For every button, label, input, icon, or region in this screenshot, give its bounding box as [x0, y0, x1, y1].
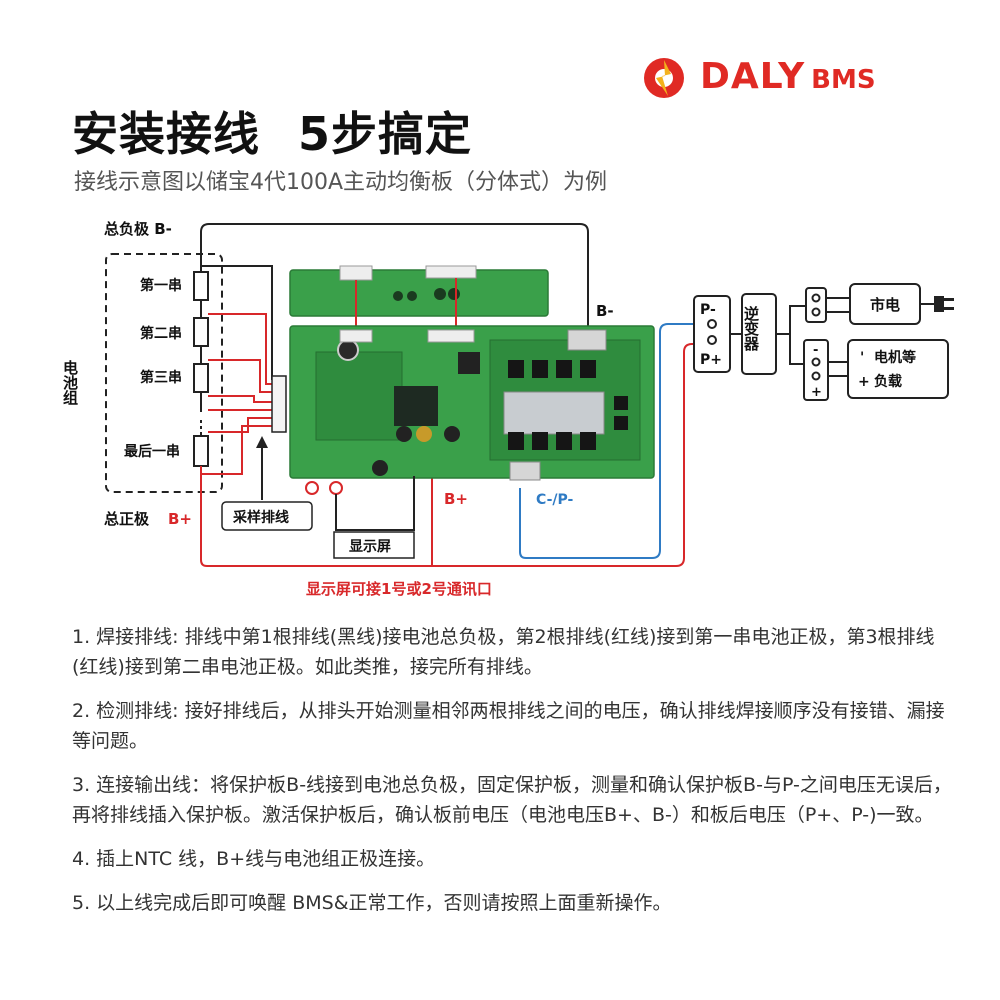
plug-icon: [934, 296, 954, 312]
total-positive-label: 总正极: [104, 510, 150, 528]
board-bminus-label: B-: [596, 302, 614, 320]
step-5: 5. 以上线完成后即可唤醒 BMS&正常工作，否则请按照上面重新操作。: [72, 892, 672, 914]
cell-last: [193, 435, 209, 467]
grid-label: 市电: [870, 296, 900, 314]
load-terminal-minus: -: [813, 343, 818, 358]
title-part-b: 5步搞定: [298, 107, 473, 161]
step-1: 1. 焊接排线: 排线中第1根排线(黑线)接电池总负极，第2根排线(红线)接到第…: [72, 626, 935, 678]
step-4: 4. 插上NTC 线，B+线与电池组正极连接。: [72, 848, 436, 870]
total-positive-bplus: B+: [168, 510, 192, 528]
wiring-diagram: 总负极 B- 总正极 B+ 电池组 第一串 第二串 第三串 最后一串 采样排线 …: [61, 220, 954, 598]
load-box: [847, 339, 949, 399]
cell-label-1: 第一串: [140, 277, 182, 294]
page-subtitle: 接线示意图以储宝4代100A主动均衡板（分体式）为例: [74, 170, 608, 195]
step-3: 3. 连接输出线：将保护板B-线接到电池总负极，固定保护板，测量和确认保护板B-…: [72, 774, 952, 826]
load-line1: 电机等: [874, 349, 916, 366]
brand-suffix: BMS: [811, 65, 876, 95]
sampling-cable-label: 采样排线: [232, 509, 289, 526]
pminus-wire: [519, 323, 704, 559]
board-cminus-label: C-/P-: [536, 492, 574, 508]
cell-2: [193, 317, 209, 347]
steps-list: 1. 焊接排线: 排线中第1根排线(黑线)接电池总负极，第2根排线(红线)接到第…: [72, 622, 952, 932]
display-port-note: 显示屏可接1号或2号通讯口: [306, 580, 492, 598]
pminus-label: P-: [700, 302, 716, 318]
battery-pack-box: [105, 253, 223, 493]
load-sign-plus: +: [858, 374, 870, 390]
bplus-wire: [200, 343, 704, 567]
pplus-label: P+: [700, 352, 722, 368]
title-part-a: 安装接线: [72, 107, 260, 161]
load-sign-minus: ': [860, 350, 864, 366]
total-negative-label: 总负极 B-: [104, 220, 172, 238]
cell-label-last: 最后一串: [124, 443, 180, 460]
display-box: [333, 531, 415, 559]
battery-pack-label: 电池组: [61, 359, 79, 405]
step-2: 2. 检测排线: 接好排线后，从排头开始测量相邻两根排线之间的电压，确认排线焊接…: [72, 700, 945, 752]
cell-3: [193, 363, 209, 393]
bminus-wire: [200, 223, 589, 330]
sampling-cable-box: [221, 501, 313, 531]
brand-wordmark: DALY: [700, 56, 806, 97]
page-title: 安装接线 5步搞定: [72, 98, 472, 164]
cell-1: [193, 271, 209, 301]
load-line2: 负载: [874, 373, 902, 390]
inverter-label: 逆变器: [742, 305, 760, 352]
display-label: 显示屏: [349, 539, 391, 555]
board-bplus-label: B+: [444, 490, 468, 508]
daly-logo-icon: [644, 58, 684, 98]
cell-label-3: 第三串: [140, 369, 182, 386]
cell-label-2: 第二串: [140, 325, 182, 342]
load-terminal-plus: +: [811, 385, 822, 400]
display-board: [289, 265, 549, 330]
sampling-connector: [271, 375, 287, 433]
bms-main-board: [289, 325, 655, 495]
